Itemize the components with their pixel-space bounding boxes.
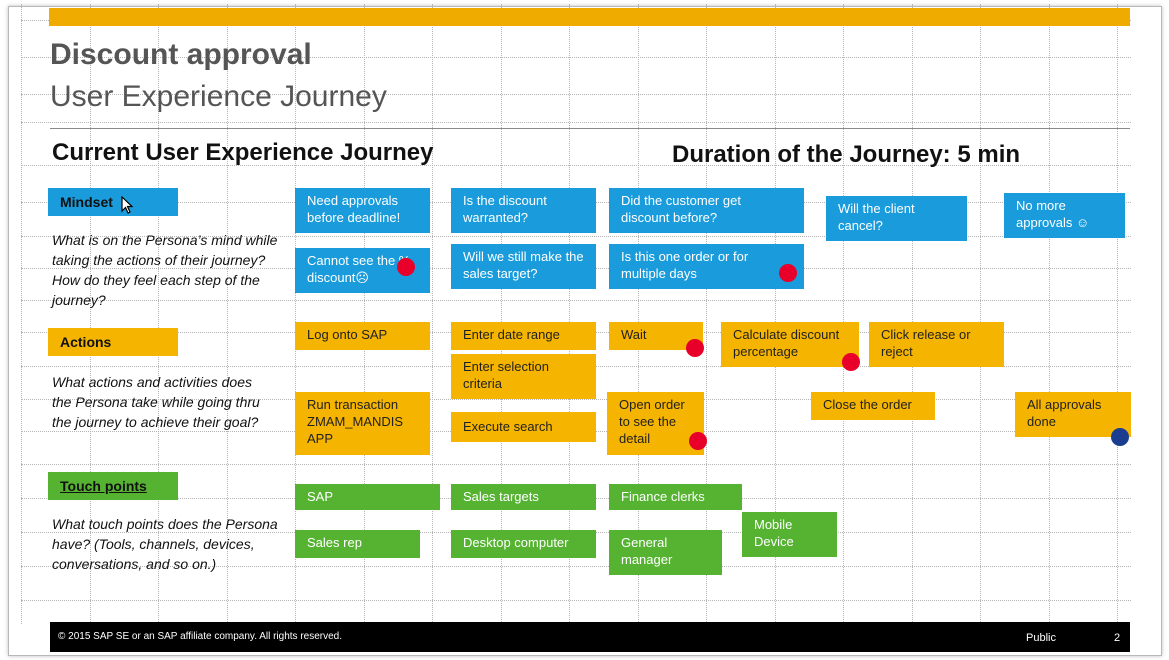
pain-point-dot [842, 353, 860, 371]
touch-point-card: Desktop computer [451, 530, 596, 558]
row-label-touch-points: Touch points [48, 472, 178, 500]
touch-point-card: SAP [295, 484, 440, 510]
touch-point-card: Finance clerks [609, 484, 742, 510]
action-card: Open order to see the detail [607, 392, 704, 455]
actions-description: What actions and activities does the Per… [52, 374, 260, 430]
page-number: 2 [1114, 632, 1121, 644]
copyright-text: © 2015 SAP SE or an SAP affiliate compan… [58, 631, 343, 642]
slide-footer [50, 622, 1130, 652]
mindset-description: What is on the Persona’s mind while taki… [52, 232, 278, 308]
title-divider [50, 128, 1130, 129]
mindset-card: No more approvals ☺ [1004, 193, 1125, 238]
pain-point-dot [397, 258, 415, 276]
action-card: Click release or reject [869, 322, 1004, 367]
mindset-card: Need approvals before deadline! [295, 188, 430, 233]
action-card: All approvals done [1015, 392, 1131, 437]
action-card: Enter selection criteria [451, 354, 596, 399]
touch-points-description: What touch points does the Persona have?… [52, 516, 278, 572]
mouse-cursor-icon [121, 196, 134, 214]
touch-point-card: Mobile Device [742, 512, 837, 557]
action-card: Log onto SAP [295, 322, 430, 350]
pain-point-dot [689, 432, 707, 450]
touch-point-card: General manager [609, 530, 722, 575]
row-label-actions: Actions [48, 328, 178, 356]
action-card: Enter date range [451, 322, 596, 350]
action-card: Run transaction ZMAM_MANDIS APP [295, 392, 430, 455]
touch-point-card: Sales targets [451, 484, 596, 510]
touch-point-card: Sales rep [295, 530, 420, 558]
pain-point-dot [779, 264, 797, 282]
mindset-card: Is this one order or for multiple days [609, 244, 804, 289]
mindset-card: Cannot see the % discount☹ [295, 248, 430, 293]
action-card: Close the order [811, 392, 935, 420]
action-card: Calculate discount percentage [721, 322, 859, 367]
completion-dot [1111, 428, 1129, 446]
duration-heading: Duration of the Journey: 5 min [672, 141, 1021, 168]
pain-point-dot [686, 339, 704, 357]
mindset-card: Did the customer get discount before? [609, 188, 804, 233]
slide-subtitle: User Experience Journey [50, 80, 387, 113]
row-label-mindset: Mindset [48, 188, 178, 216]
slide-title: Discount approval [50, 38, 312, 71]
accent-bar [49, 8, 1130, 26]
classification-label: Public [1026, 632, 1056, 644]
action-card: Execute search [451, 412, 596, 442]
section-heading: Current User Experience Journey [52, 139, 434, 166]
mindset-card: Will the client cancel? [826, 196, 967, 241]
mindset-card: Will we still make the sales target? [451, 244, 596, 289]
mindset-card: Is the discount warranted? [451, 188, 596, 233]
